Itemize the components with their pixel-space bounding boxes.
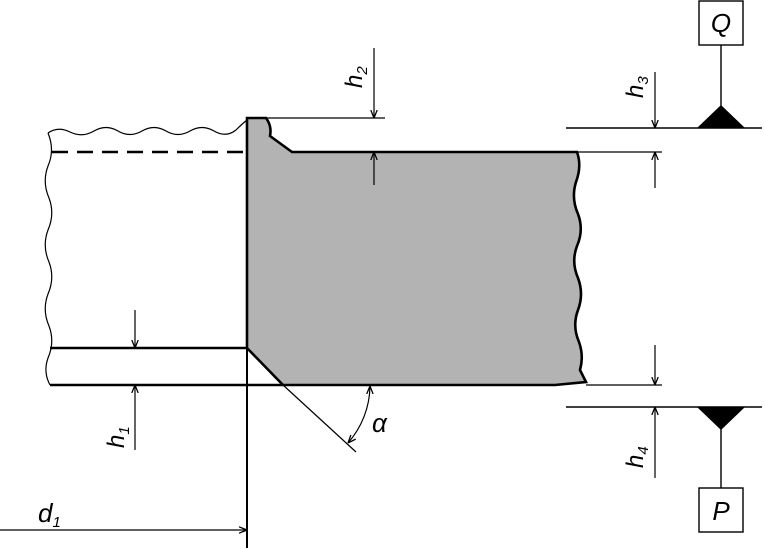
q-label: Q [711,8,731,38]
d1-label: d1 [38,498,61,531]
q-box [698,0,744,46]
p-label: P [712,496,730,526]
chamfer-extension-line [282,384,357,453]
h1-label: h1 [103,426,133,448]
h4-label: h4 [622,446,652,468]
p-box [698,487,744,533]
h2-label: h2 [341,66,371,88]
alpha-label: α [372,408,388,438]
q-datum-triangle [697,105,745,128]
p-datum-triangle [697,407,745,430]
left-wavy-top-edge [47,119,248,136]
section-shaded-body [245,116,589,387]
h3-label: h3 [622,76,652,98]
alpha-angle-arc [348,386,370,443]
